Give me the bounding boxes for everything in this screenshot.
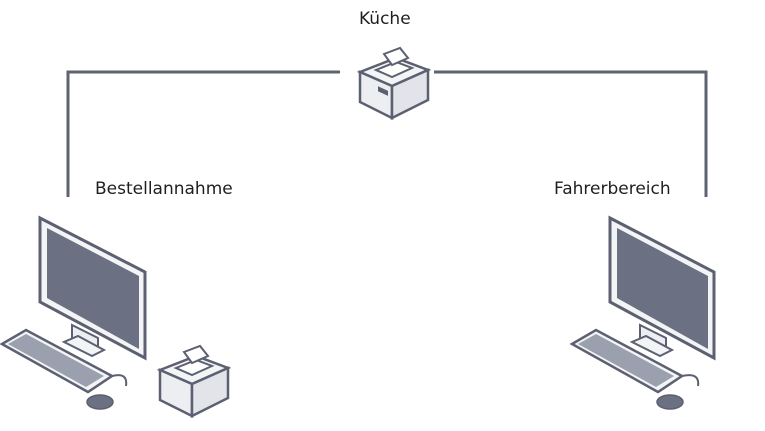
connection-left [66, 70, 340, 197]
node-label-kitchen: Küche [359, 9, 411, 29]
connection-right [434, 70, 708, 197]
node-label-order-desk: Bestellannahme [95, 179, 233, 199]
mouse-icon [86, 374, 128, 410]
computer-icon [608, 215, 716, 361]
mouse-icon [656, 374, 700, 410]
printer-icon [356, 46, 432, 121]
computer-icon [38, 215, 147, 361]
printer-icon [156, 344, 232, 419]
node-label-driver-area: Fahrerbereich [554, 179, 671, 199]
